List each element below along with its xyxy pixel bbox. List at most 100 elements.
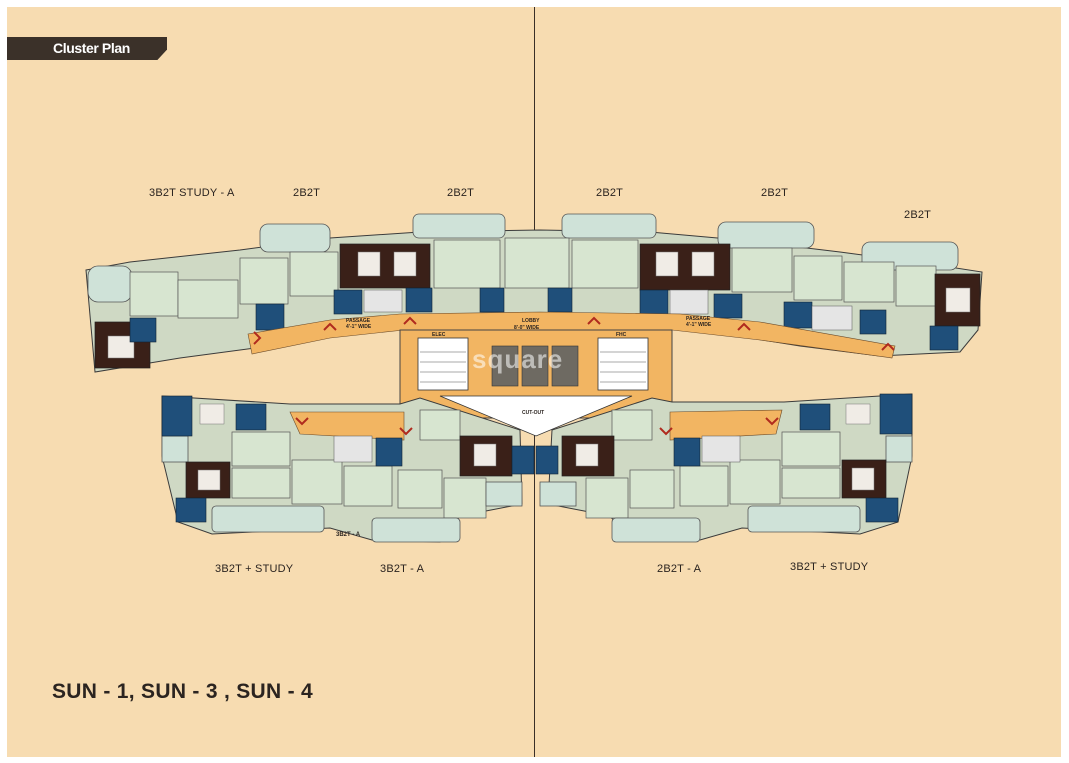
- toilet: [783, 301, 813, 329]
- dark-room: [639, 243, 731, 291]
- section-ribbon: Cluster Plan: [7, 37, 167, 60]
- section-label: Cluster Plan: [53, 40, 130, 56]
- room: [433, 239, 501, 289]
- bed: [357, 251, 381, 277]
- room: [291, 459, 343, 505]
- arrow: [659, 427, 673, 436]
- toilet: [255, 303, 285, 331]
- room: [231, 467, 291, 499]
- arrow: [765, 417, 779, 426]
- toilet: [405, 287, 433, 313]
- room: [731, 247, 793, 293]
- bed: [107, 335, 135, 359]
- room: [343, 465, 393, 507]
- toilet: [859, 309, 887, 335]
- lobby-width-label: 8'-0" WIDE: [514, 325, 540, 331]
- arrow: [881, 342, 895, 351]
- toilet: [511, 445, 535, 475]
- balcony: [211, 505, 325, 533]
- room: [895, 265, 937, 307]
- room: [289, 251, 339, 297]
- unit-label-top-1: 3B2T STUDY - A: [149, 187, 235, 199]
- bed: [851, 467, 875, 491]
- fhc-label: FHC: [616, 332, 627, 338]
- arrow: [587, 316, 601, 325]
- room: [419, 409, 461, 441]
- arrow: [403, 316, 417, 325]
- arrow: [737, 322, 751, 331]
- toilet: [375, 437, 403, 467]
- toilet: [129, 317, 157, 343]
- toilet: [713, 293, 743, 319]
- elec-label: ELEC: [432, 332, 446, 338]
- balcony: [561, 213, 657, 239]
- room: [231, 431, 291, 467]
- room: [443, 477, 487, 519]
- passage-label-right: PASSAGE: [686, 316, 711, 322]
- room: [729, 459, 781, 505]
- stair-right: [597, 337, 649, 391]
- top-corridor: [247, 311, 896, 359]
- toilet: [799, 403, 831, 431]
- room: [239, 257, 289, 305]
- unit-label-top-2: 2B2T: [293, 187, 321, 199]
- balcony: [371, 517, 461, 543]
- towers-title: SUN - 1, SUN - 3 , SUN - 4: [52, 680, 314, 703]
- lift: [521, 345, 549, 387]
- cutout-label: CUT-OUT: [522, 410, 545, 416]
- unit-label-small: 3B2T - A: [336, 532, 361, 538]
- unit-label-bottom-1: 3B2T + STUDY: [215, 563, 294, 575]
- toilet: [865, 497, 899, 523]
- balcony: [611, 517, 701, 543]
- unit-label-bottom-3: 2B2T - A: [657, 563, 702, 575]
- bed: [655, 251, 679, 277]
- cutout-shaft: [811, 305, 853, 331]
- watermark: square: [472, 344, 564, 374]
- unit-label-top-4: 2B2T: [596, 187, 624, 199]
- room: [585, 477, 629, 519]
- room: [843, 261, 895, 303]
- balcony: [717, 221, 815, 249]
- balcony: [539, 481, 577, 507]
- toilet: [333, 289, 363, 315]
- bed: [199, 403, 225, 425]
- toilet: [161, 395, 193, 437]
- arrow: [323, 322, 337, 331]
- unit-label-bottom-2: 3B2T - A: [380, 563, 425, 575]
- passage-width-label-right: 4'-1" WIDE: [686, 322, 712, 328]
- arrow: [253, 331, 262, 345]
- toilet: [175, 497, 207, 523]
- toilet: [673, 437, 701, 467]
- bed: [945, 287, 971, 313]
- toilet: [479, 287, 505, 313]
- lift: [491, 345, 519, 387]
- bed: [575, 443, 599, 467]
- toilet: [879, 393, 913, 435]
- toilet: [547, 287, 573, 313]
- toilet: [639, 289, 669, 315]
- bed: [197, 469, 221, 491]
- toilet: [929, 325, 959, 351]
- balcony: [87, 265, 133, 303]
- room: [571, 239, 639, 289]
- unit-label-top-6: 2B2T: [904, 209, 932, 221]
- passage-label-left: PASSAGE: [346, 318, 371, 324]
- room: [679, 465, 729, 507]
- bed: [845, 403, 871, 425]
- balcony: [747, 505, 861, 533]
- balcony: [161, 435, 189, 463]
- bed: [691, 251, 715, 277]
- balcony: [485, 481, 523, 507]
- room: [793, 255, 843, 301]
- cutout-shaft: [701, 435, 741, 463]
- room: [781, 431, 841, 467]
- room: [611, 409, 653, 441]
- balcony: [259, 223, 331, 253]
- lobby-label: LOBBY: [522, 318, 540, 324]
- stair-left: [417, 337, 469, 391]
- cutout-shaft: [669, 289, 709, 315]
- unit-label-bottom-4: 3B2T + STUDY: [790, 561, 869, 573]
- bed: [473, 443, 497, 467]
- arrow: [295, 417, 309, 426]
- bottom-corridor-left: [289, 411, 405, 441]
